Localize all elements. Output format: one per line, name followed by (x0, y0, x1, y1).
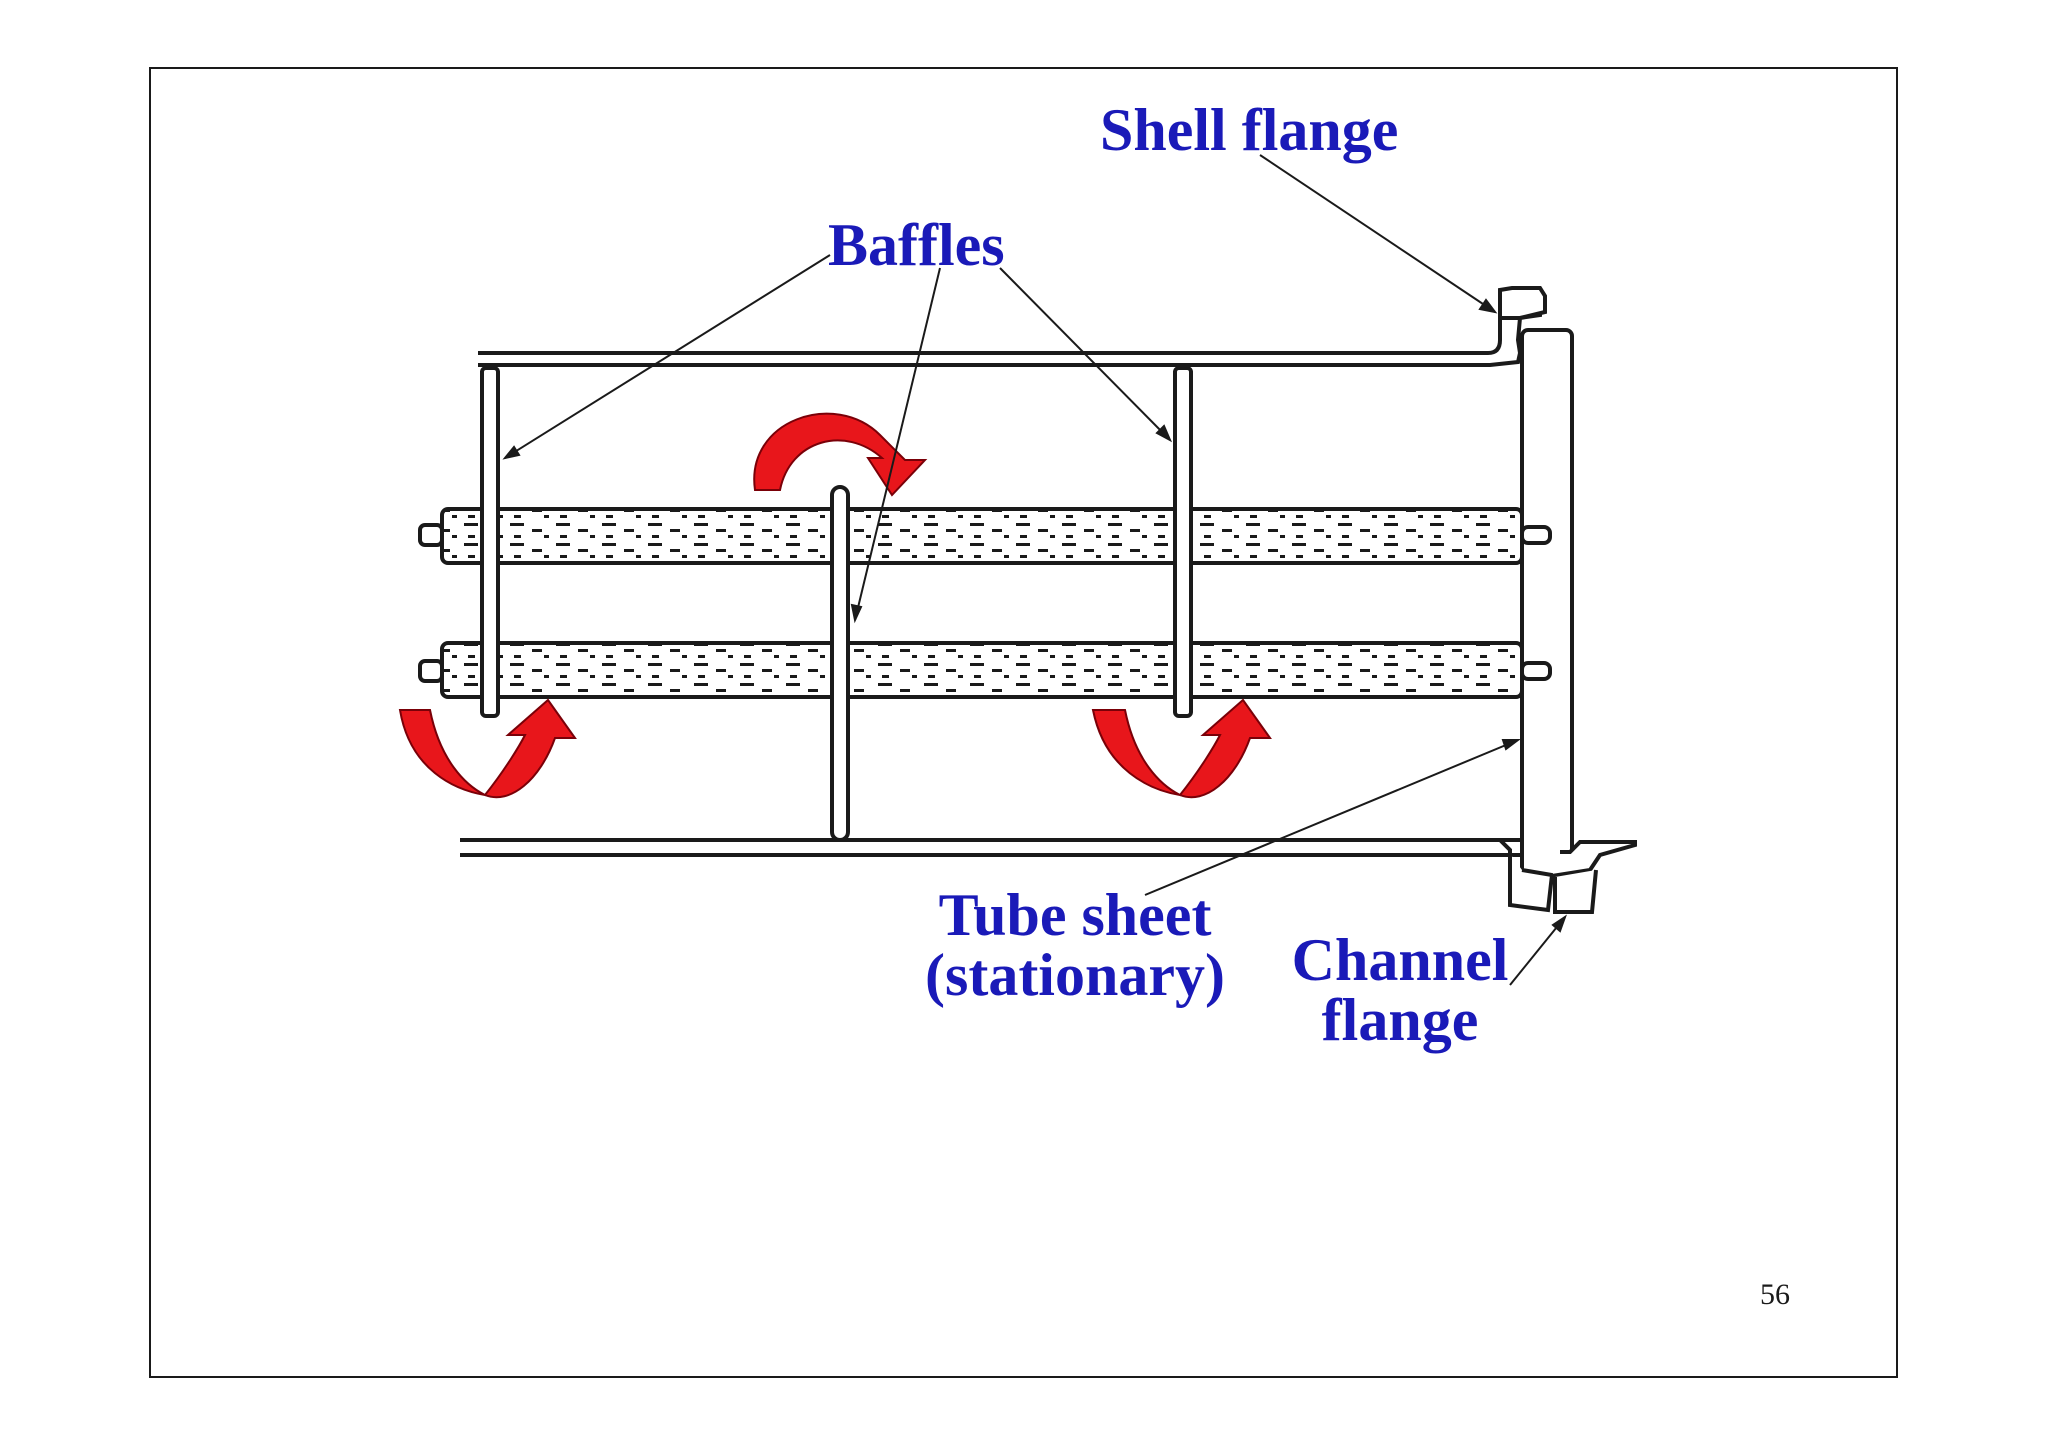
leader-lines (502, 154, 1567, 986)
channel-flange-label-line2: flange (1321, 987, 1479, 1053)
tube-sheet-label-line2: (stationary) (925, 942, 1225, 1008)
shell-flange-label: Shell flange (1100, 97, 1399, 163)
channel-flange-label: Channel flange (1265, 930, 1535, 1050)
baffle-right (1173, 366, 1193, 718)
tube-lower (418, 641, 1552, 699)
flow-arrow-icon (398, 698, 577, 799)
flow-arrow-icon (1091, 698, 1272, 799)
tube-sheet (1520, 328, 1574, 877)
tube-upper (418, 507, 1552, 565)
flow-arrow-icon (753, 412, 928, 497)
channel-flange (1498, 838, 1637, 914)
tube-sheet-label: Tube sheet (stationary) (905, 885, 1245, 1005)
baffles-label: Baffles (828, 212, 1005, 278)
page-number: 56 (1760, 1278, 1790, 1311)
baffle-middle (830, 485, 850, 842)
slide-frame (149, 67, 1898, 1378)
baffle-left (480, 366, 500, 718)
shell (460, 287, 1542, 857)
tube-sheet-label-line1: Tube sheet (938, 882, 1212, 948)
channel-flange-label-line1: Channel (1291, 927, 1509, 993)
shell-flange (1498, 286, 1547, 320)
